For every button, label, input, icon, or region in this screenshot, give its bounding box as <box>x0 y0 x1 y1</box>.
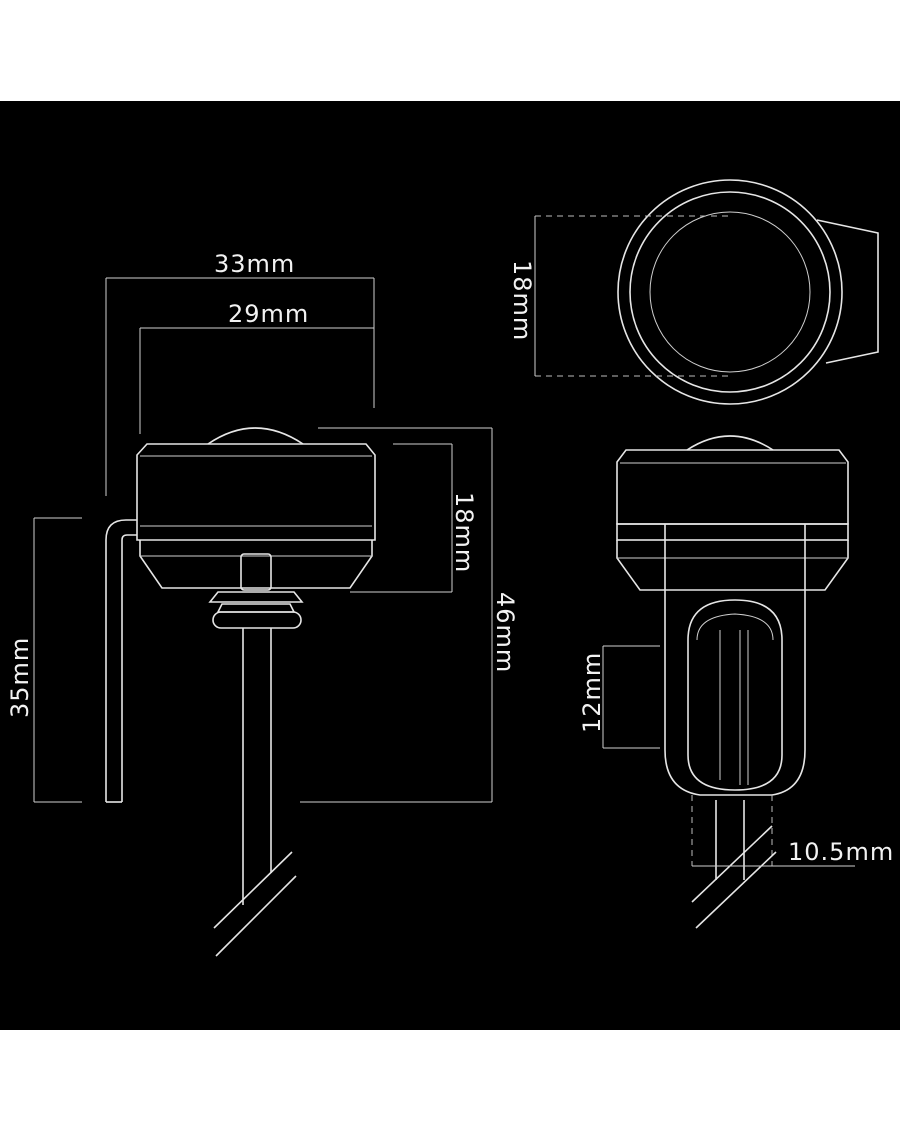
side-view <box>105 427 376 957</box>
grommet-ring <box>212 611 302 629</box>
bracket-slot <box>687 599 783 791</box>
side-view-housing <box>136 443 376 541</box>
drawing-background: 33mm 29mm 18mm 46mm 35mm 18mm <box>0 101 900 1030</box>
top-view-tab <box>816 219 879 364</box>
cable-break-line-1 <box>213 851 293 929</box>
grommet-top <box>208 591 304 603</box>
technical-drawing: 33mm 29mm 18mm 46mm 35mm 18mm <box>6 179 894 957</box>
dim-12mm-label: 12mm <box>578 652 606 733</box>
front-view-housing <box>616 449 849 525</box>
dim-33mm-label: 33mm <box>214 250 295 278</box>
grommet-neck <box>216 603 296 613</box>
front-view-band <box>616 523 849 541</box>
front-view-bracket <box>664 524 806 796</box>
side-view-base <box>139 540 373 589</box>
cable-break-line-2 <box>215 875 297 957</box>
front-cable-break-1 <box>691 825 773 903</box>
dim-18mm-side-label: 18mm <box>450 492 478 573</box>
front-cable-break-2 <box>695 851 777 929</box>
front-view-lens-dome <box>686 435 774 451</box>
front-view-base <box>616 540 849 591</box>
dim-35mm-label: 35mm <box>6 637 34 718</box>
front-view: 12mm 10.5mm <box>578 435 894 929</box>
side-view-dimensions: 33mm 29mm 18mm 46mm 35mm <box>6 250 519 803</box>
top-view-middle-circle <box>629 191 831 393</box>
dim-29mm-label: 29mm <box>228 300 309 328</box>
dim-18mm-top-label: 18mm <box>508 260 536 341</box>
bracket-inner <box>121 534 137 802</box>
side-view-lens-dome <box>207 427 304 445</box>
top-view-lens-circle <box>649 211 811 373</box>
dim-46mm-label: 46mm <box>491 592 519 673</box>
bracket-outer <box>105 519 137 802</box>
side-view-screw-head <box>240 553 272 591</box>
top-view: 18mm <box>508 179 879 405</box>
top-view-outer-circle <box>617 179 843 405</box>
dim-10-5mm-label: 10.5mm <box>788 838 894 866</box>
